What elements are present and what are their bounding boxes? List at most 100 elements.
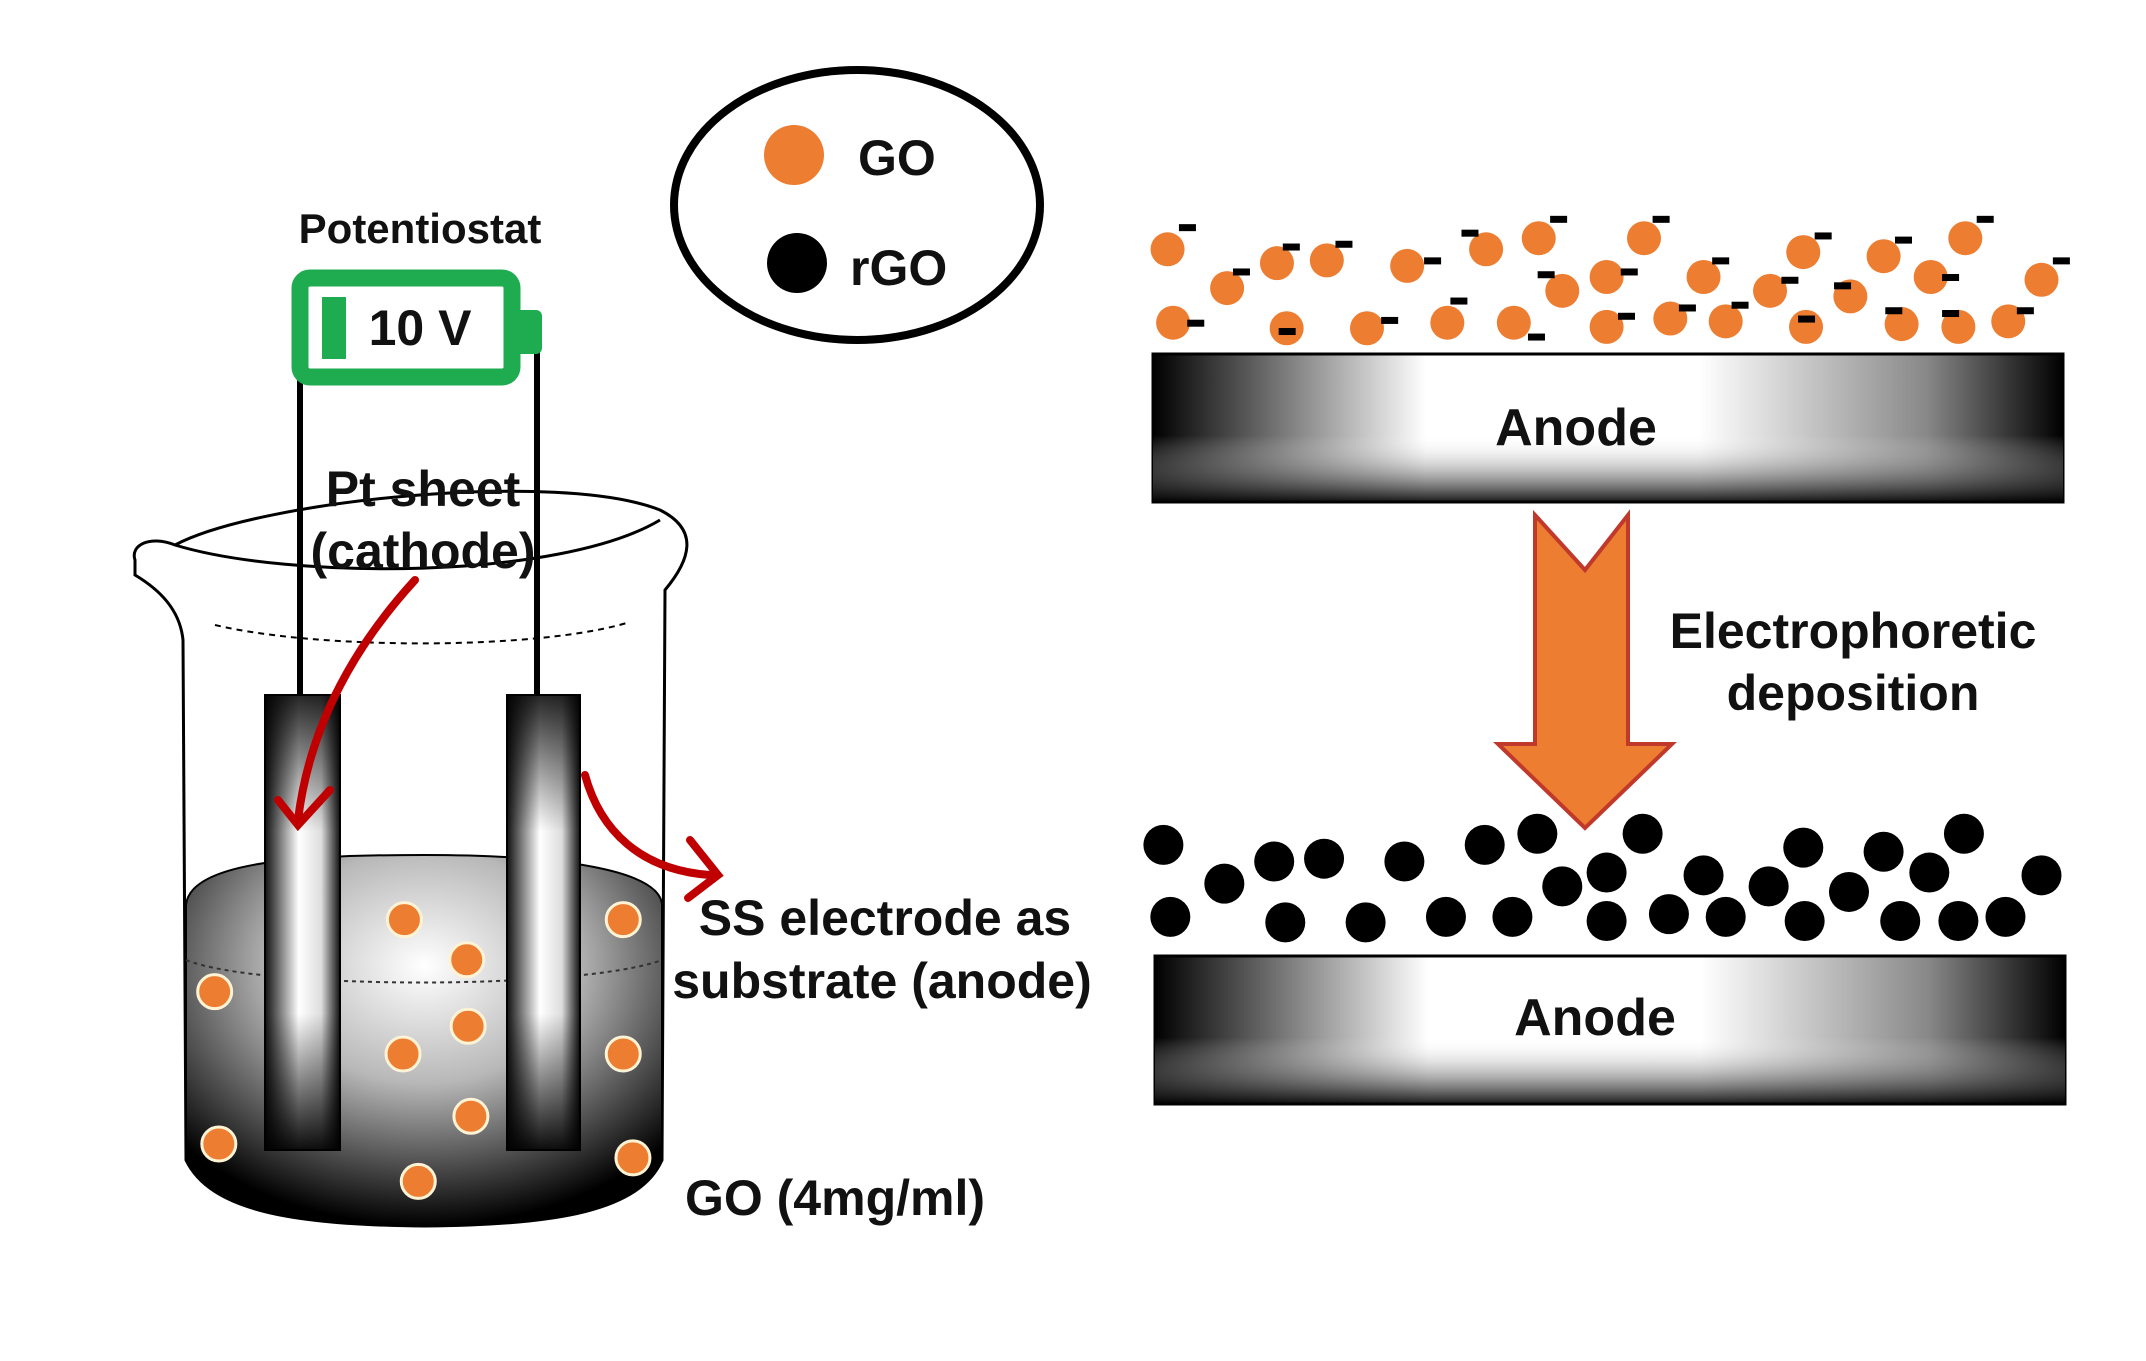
go-particle — [1653, 301, 1688, 336]
rgo-particle — [1150, 896, 1191, 937]
negative-charge-icon — [1461, 229, 1479, 237]
go-particle — [452, 1097, 490, 1135]
rgo-particle — [1542, 866, 1583, 907]
rgo-particle — [1863, 831, 1904, 872]
go-particle — [1786, 235, 1821, 270]
rgo-particle — [1265, 902, 1306, 943]
negative-charge-icon — [1278, 328, 1296, 336]
negative-charge-icon — [1450, 297, 1468, 305]
go-particle — [1545, 273, 1580, 308]
rgo-particle — [1384, 841, 1425, 882]
rgo-particle — [2021, 855, 2062, 896]
negative-charge-icon — [1537, 271, 1555, 279]
go-particle — [1913, 260, 1948, 294]
legend-go-swatch — [764, 125, 824, 185]
go-particle — [449, 1007, 487, 1045]
go-particle — [384, 1035, 422, 1073]
beaker-line — [214, 621, 631, 645]
cathode-pointer-arrow — [274, 576, 419, 832]
negative-charge-icon — [1834, 282, 1852, 290]
bottom-anode-label: Anode — [1514, 989, 1676, 1047]
go-particle — [614, 1139, 652, 1177]
rgo-particle — [1586, 901, 1627, 942]
negative-charge-icon — [1942, 274, 1960, 281]
rgo-particle — [1985, 896, 2026, 937]
rgo-particle — [1648, 894, 1689, 935]
legend-frame — [670, 66, 1044, 344]
negative-charge-icon — [1527, 333, 1545, 341]
negative-charge-icon — [1187, 319, 1205, 327]
battery-icon — [291, 269, 542, 386]
rgo-particle — [1204, 863, 1245, 904]
rgo-particle — [1828, 871, 1869, 912]
go-particle — [448, 941, 486, 979]
go-particle — [1686, 260, 1721, 294]
negative-charge-icon — [1976, 215, 1994, 223]
negative-charge-icon — [1424, 257, 1442, 265]
go-particle — [1708, 304, 1743, 339]
rgo-particle — [1143, 824, 1184, 865]
negative-charge-icon — [1617, 312, 1635, 320]
rgo-particle — [1622, 813, 1663, 854]
negative-charge-icon — [1381, 316, 1399, 324]
negative-charge-icon — [1798, 315, 1816, 323]
go-particle — [604, 901, 642, 939]
go-particle — [1259, 246, 1294, 281]
go-particle — [1866, 239, 1901, 274]
rgo-particle — [1425, 896, 1466, 937]
go-particle — [399, 1162, 437, 1200]
negative-charge-icon — [1335, 240, 1353, 248]
go-particle — [1589, 309, 1624, 344]
step-label-line1: Electrophoretic — [1670, 603, 2037, 659]
legend: GO rGO — [670, 66, 1044, 344]
go-particle — [2024, 262, 2059, 297]
rgo-particle — [1784, 901, 1825, 942]
negative-charge-icon — [1178, 224, 1196, 232]
go-particle — [385, 901, 423, 939]
rgo-particle — [1943, 813, 1984, 854]
negative-charge-icon — [2016, 307, 2034, 315]
top-go-particles — [1150, 215, 2070, 346]
go-particle — [1496, 305, 1531, 340]
negative-charge-icon — [1620, 268, 1638, 276]
step-label-line2: deposition — [1727, 665, 1980, 721]
rgo-particle — [1909, 852, 1950, 893]
anode-electrode — [506, 694, 581, 1151]
negative-charge-icon — [1894, 236, 1912, 244]
rgo-particle — [1586, 852, 1627, 893]
battery-charge-bar — [322, 297, 346, 359]
rgo-particle — [1938, 901, 1979, 942]
negative-charge-icon — [1712, 257, 1730, 265]
go-particle — [1884, 307, 1919, 342]
negative-charge-icon — [1781, 276, 1799, 284]
go-particle — [1789, 309, 1824, 344]
go-particle — [1991, 304, 2026, 339]
potentiostat-label: Potentiostat — [299, 205, 542, 252]
go-particle — [1948, 221, 1983, 256]
negative-charge-icon — [1678, 304, 1696, 312]
go-particle — [1349, 311, 1384, 346]
go-particle — [1156, 305, 1191, 340]
deposition-arrow — [1493, 509, 1677, 831]
go-particle — [1469, 232, 1504, 267]
go-particle — [1753, 273, 1788, 308]
negative-charge-icon — [2052, 257, 2070, 265]
negative-charge-icon — [1731, 301, 1749, 309]
rgo-particle — [1517, 813, 1558, 854]
negative-charge-icon — [1942, 310, 1960, 318]
anode-label-line2: substrate (anode) — [672, 953, 1092, 1009]
rgo-particle — [1464, 824, 1505, 865]
negative-charge-icon — [1282, 243, 1300, 251]
rgo-particle — [1880, 901, 1921, 942]
go-particle — [196, 973, 234, 1011]
negative-charge-icon — [1232, 268, 1250, 276]
legend-rgo-swatch — [767, 233, 827, 293]
rgo-particle — [1304, 838, 1345, 879]
rgo-particle — [1748, 866, 1789, 907]
go-particle — [1626, 221, 1661, 256]
go-particle — [1309, 243, 1344, 278]
rgo-particle — [1345, 902, 1386, 943]
beaker-rim — [174, 518, 661, 571]
rgo-particle — [1492, 896, 1533, 937]
